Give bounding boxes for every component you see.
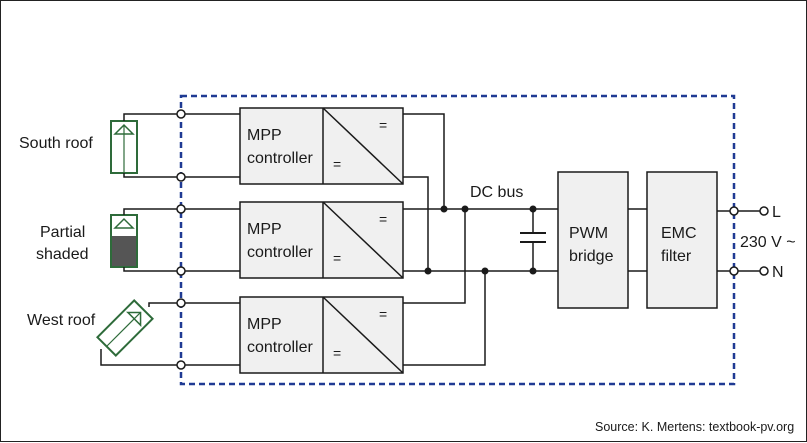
mpp-1-label-line2: controller <box>247 150 313 167</box>
mpp-1-label-line1: MPP <box>247 127 282 144</box>
mpp-controller-3 <box>239 296 404 374</box>
output-terminals <box>729 206 769 276</box>
mpp-2-label-line2: controller <box>247 244 313 261</box>
emc-filter-box <box>646 171 718 309</box>
output-N-label: N <box>772 264 784 281</box>
mpp-controller-1 <box>239 107 404 185</box>
mpp-2-dc-in-symbol: = <box>333 250 341 266</box>
pwm-label-line1: PWM <box>569 225 608 242</box>
south-roof-panel-icon <box>110 120 138 174</box>
mpp-2-label-line1: MPP <box>247 221 282 238</box>
input-terminals <box>176 109 186 370</box>
partial-shaded-label-line1: Partial <box>40 224 85 241</box>
mpp-2-dc-out-symbol: = <box>379 211 387 227</box>
mpp-3-label-line1: MPP <box>247 316 282 333</box>
pwm-label-line2: bridge <box>569 248 614 265</box>
dc-bus-wires <box>403 113 558 366</box>
west-roof-label: West roof <box>27 312 96 329</box>
pwm-bridge-box <box>557 171 629 309</box>
partial-shaded-label-line2: shaded <box>36 246 89 263</box>
mpp-controller-2 <box>239 201 404 279</box>
west-roof-panel-icon <box>96 299 154 357</box>
bus-junctions <box>424 205 537 275</box>
partial-shaded-panel-icon <box>110 214 138 268</box>
mpp-3-dc-in-symbol: = <box>333 345 341 361</box>
dc-link-capacitor <box>520 232 546 243</box>
south-roof-label: South roof <box>19 135 93 152</box>
emc-label-line1: EMC <box>661 225 697 242</box>
source-credit: Source: K. Mertens: textbook-pv.org <box>595 420 794 434</box>
input-wires <box>100 113 240 366</box>
dc-bus-label: DC bus <box>470 184 523 201</box>
output-voltage-label: 230 V ~ <box>740 234 796 251</box>
pwm-to-emc-wires <box>628 208 647 272</box>
output-L-label: L <box>772 204 781 221</box>
mpp-3-label-line2: controller <box>247 339 313 356</box>
mpp-3-dc-out-symbol: = <box>379 306 387 322</box>
output-wires <box>717 210 760 272</box>
emc-label-line2: filter <box>661 248 692 265</box>
mpp-1-dc-out-symbol: = <box>379 117 387 133</box>
mpp-1-dc-in-symbol: = <box>333 156 341 172</box>
